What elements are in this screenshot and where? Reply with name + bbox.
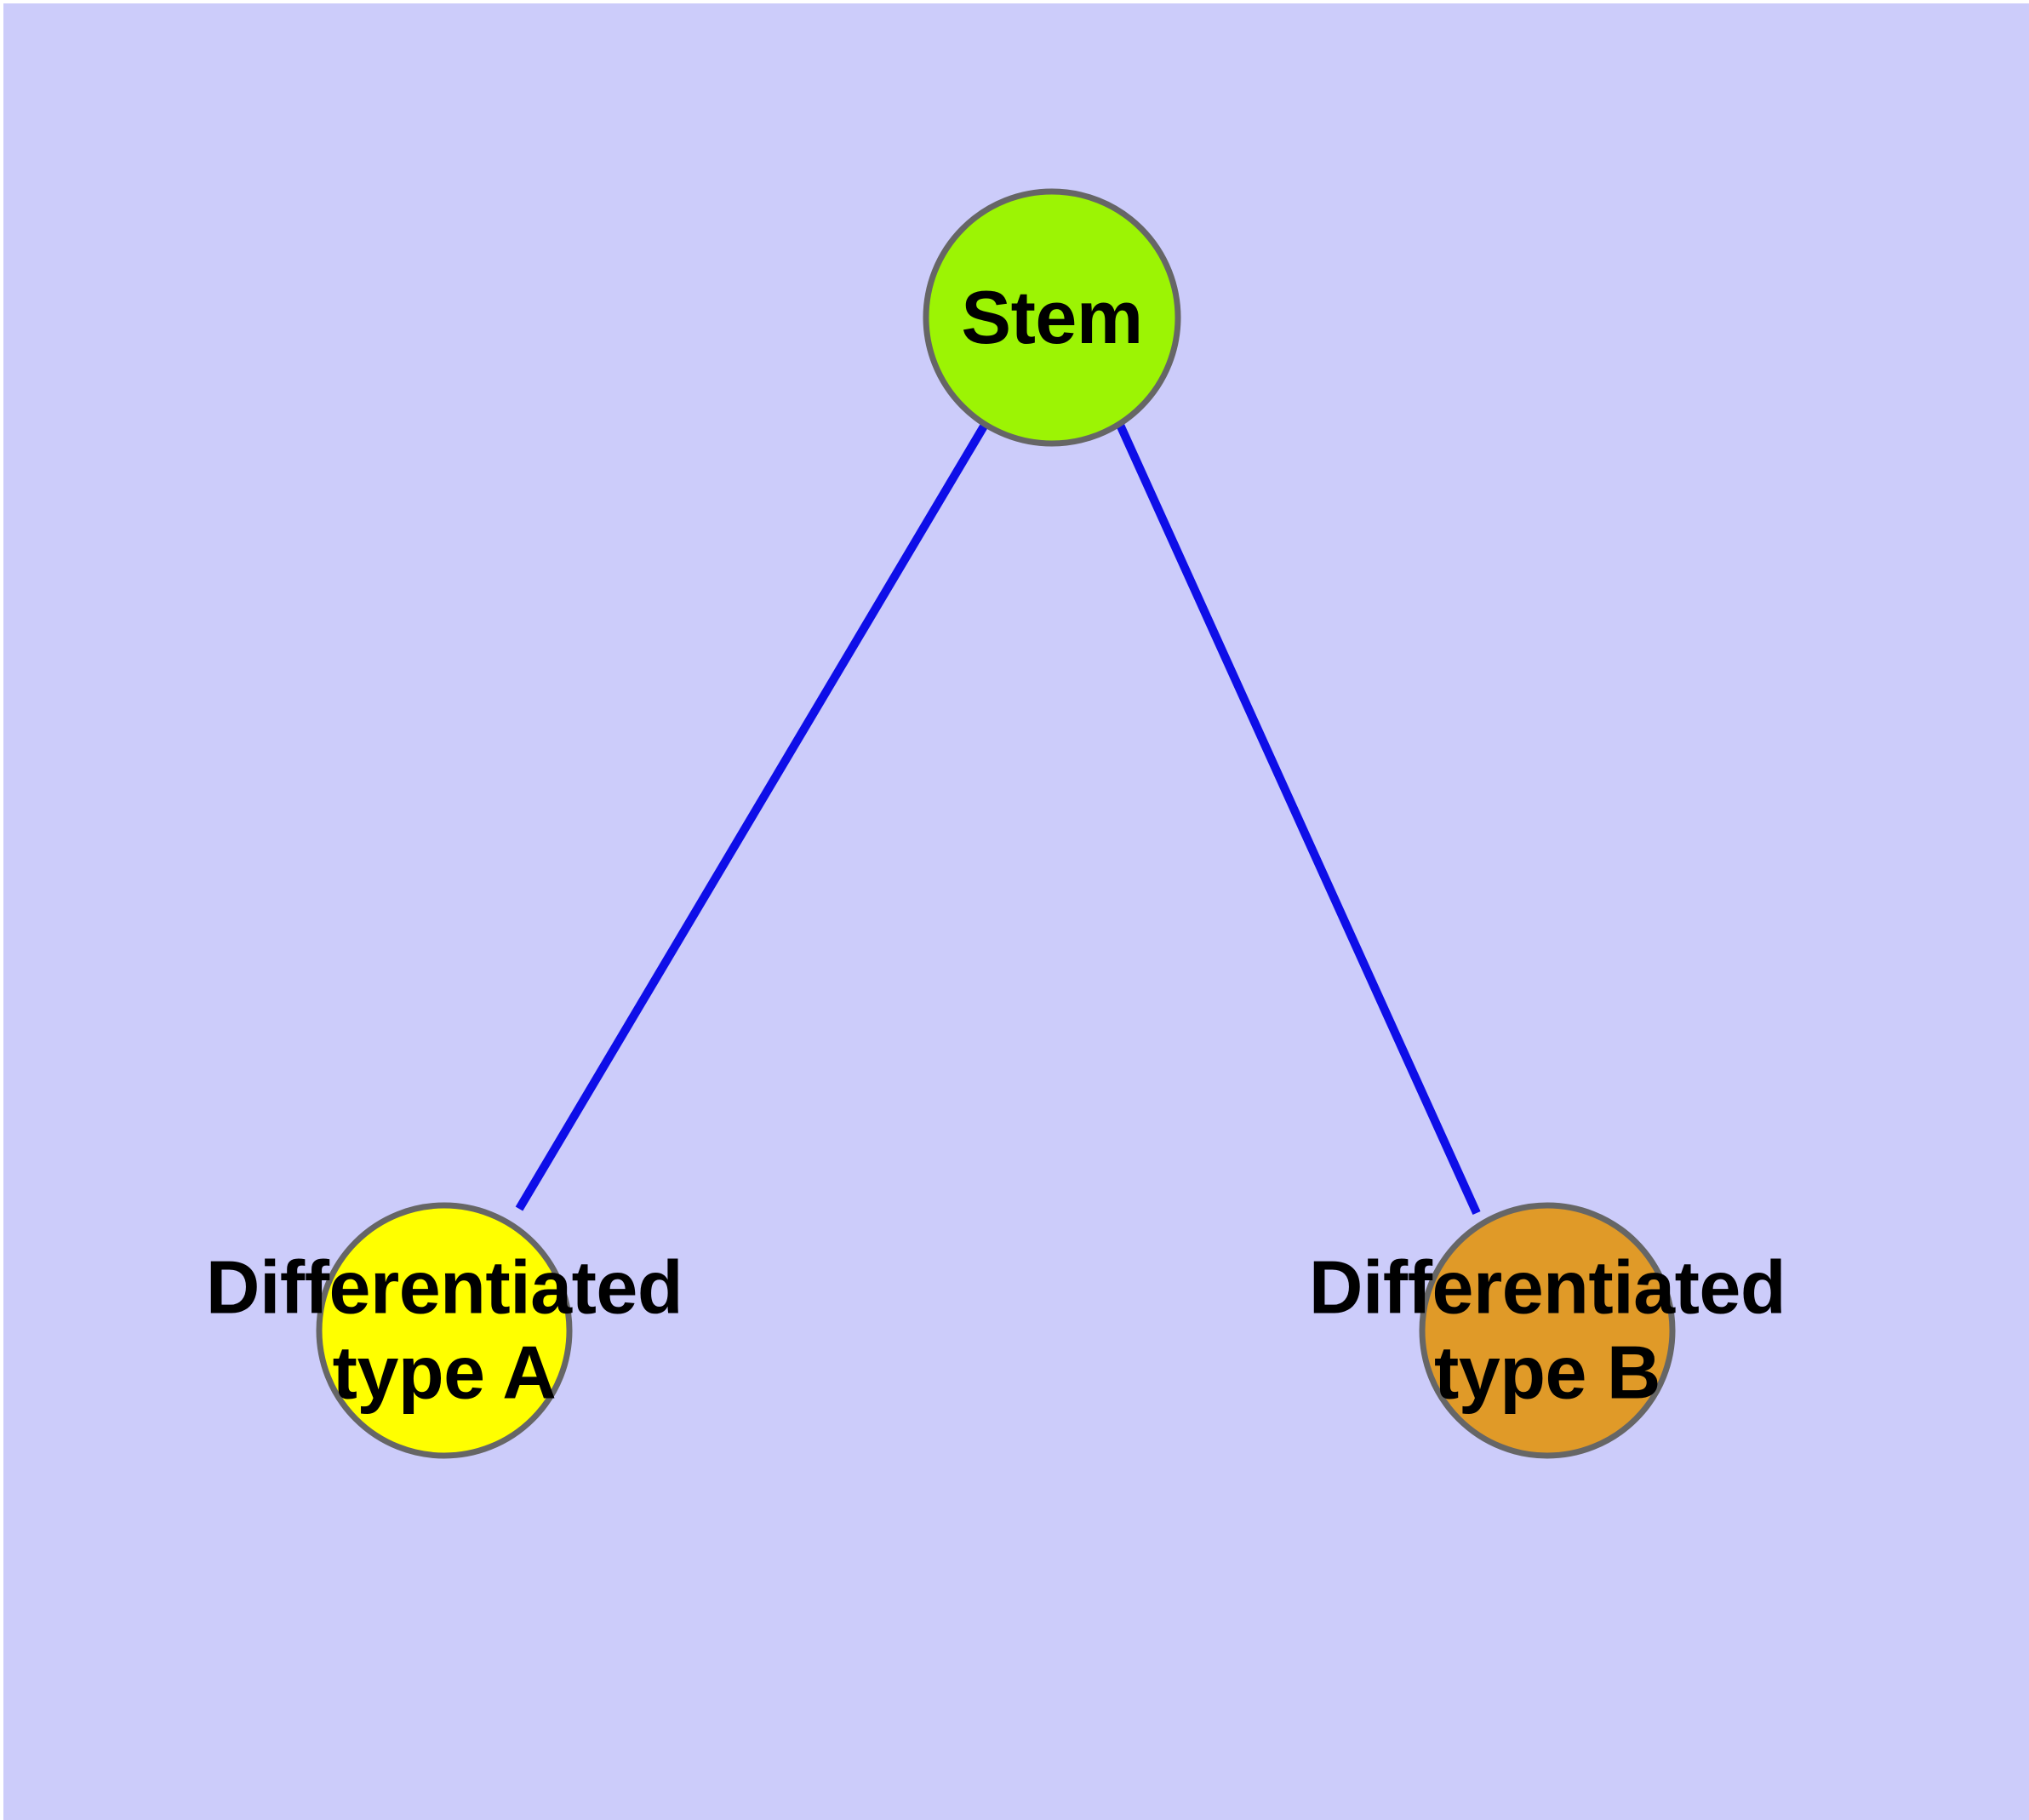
node-differentiated-type-a[interactable] [316, 1202, 573, 1459]
edge-stem-to-differentiated-type-b[interactable] [1116, 422, 1481, 1216]
node-differentiated-type-b[interactable] [1419, 1202, 1676, 1459]
node-layer [316, 188, 1676, 1459]
edge-layer [515, 422, 1481, 1216]
edge-stem-to-differentiated-type-a[interactable] [515, 422, 989, 1211]
node-stem[interactable] [923, 188, 1181, 447]
